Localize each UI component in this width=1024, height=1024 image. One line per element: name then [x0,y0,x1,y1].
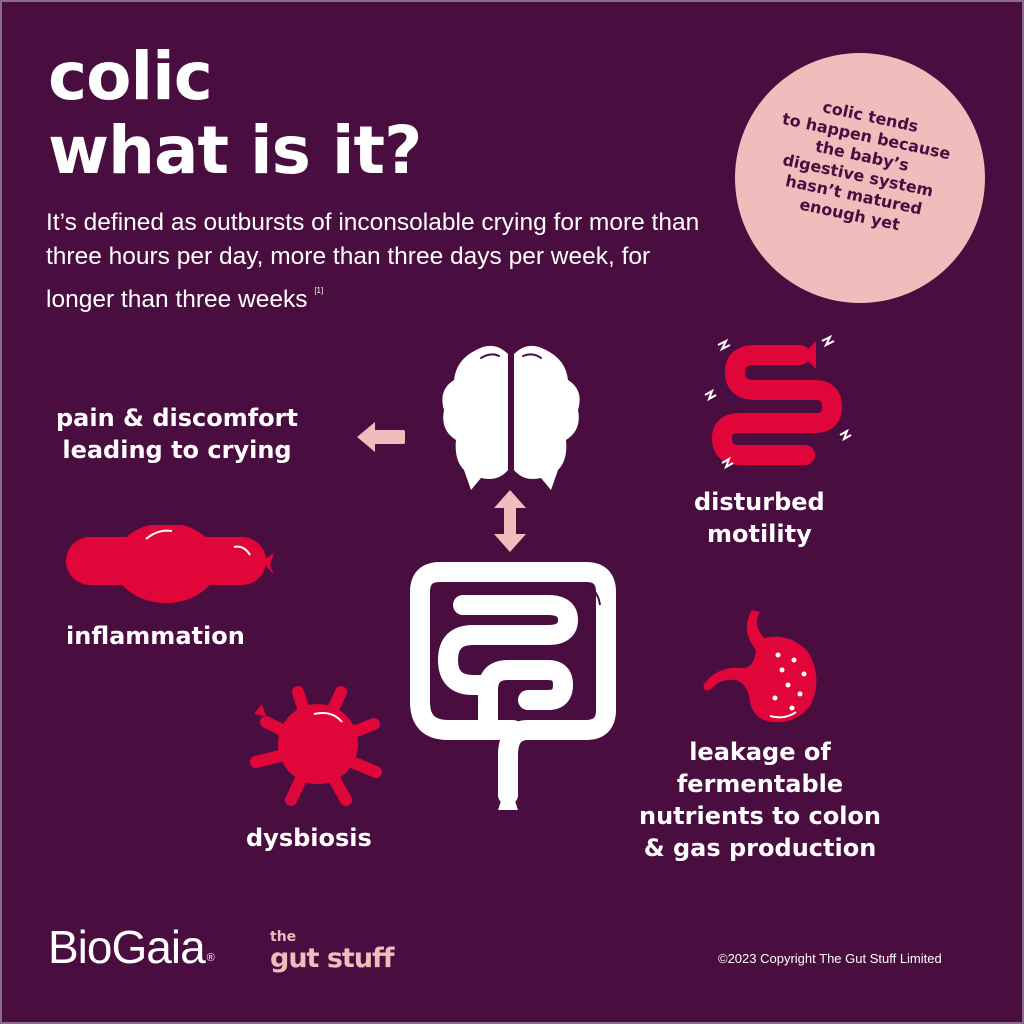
label-dysbiosis: dysbiosis [246,822,372,854]
bacteria-icon [250,686,382,806]
arrow-up-down-icon [494,490,526,552]
title-line-2: what is it? [48,112,422,189]
label-inflammation: inflammation [66,620,245,652]
gut-stuff-wordmark: gut stuff [270,943,395,974]
copyright-text: ©2023 Copyright The Gut Stuff Limited [718,951,942,966]
gut-intestines-icon [410,562,616,810]
label-line: pain & discomfort [56,404,298,432]
label-pain: pain & discomfort leading to crying [56,402,298,466]
label-line: dysbiosis [246,824,372,852]
biogaia-logo: BioGaia® [48,922,215,983]
intro-paragraph: It’s defined as outbursts of inconsolabl… [46,206,706,317]
biogaia-wordmark: BioGaia [48,921,206,973]
footnote-ref: [1] [314,286,324,295]
label-line: nutrients to colon [638,802,881,830]
label-line: leakage of [689,738,831,766]
registered-mark: ® [206,952,215,964]
gut-stuff-logo: the gut stuff [270,929,395,974]
title-line-1: colic [48,38,213,115]
label-line: disturbed [694,488,825,516]
label-line: fermentable [676,770,844,798]
label-line: motility [706,520,812,548]
label-leakage: leakage of fermentable nutrients to colo… [624,736,896,864]
label-motility: disturbed motility [694,486,825,550]
arrow-left-icon [357,422,405,452]
label-line: leading to crying [62,436,292,464]
callout-text: colic tends to happen because the baby’s… [745,85,975,246]
brain-icon [442,345,580,490]
stomach-icon [703,610,817,723]
label-line: inflammation [66,622,245,650]
wiggly-intestine-icon [704,335,852,470]
intro-text: It’s defined as outbursts of inconsolabl… [46,209,700,313]
callout-bubble: colic tends to happen because the baby’s… [735,53,985,303]
page-title: colic what is it? [48,38,422,189]
gut-stuff-the: the [270,929,297,945]
label-line: & gas production [643,834,877,862]
swollen-balloon-icon [66,525,274,603]
